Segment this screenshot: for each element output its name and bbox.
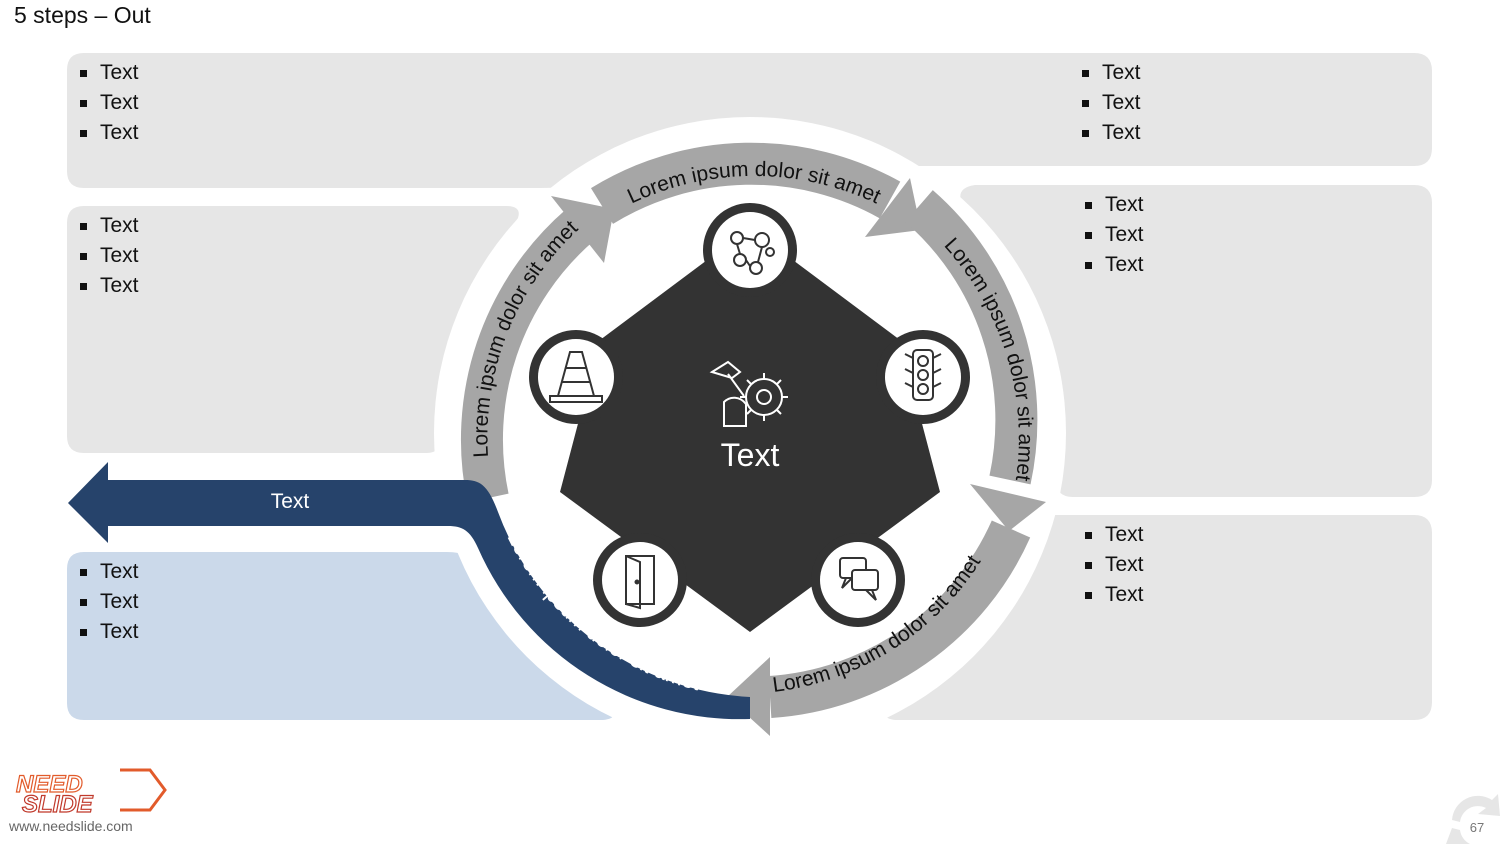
workflow-icon [730, 231, 775, 275]
arc-arrow-bottom-right [768, 520, 1031, 718]
center-label: Text [720, 437, 780, 473]
text-list-top-left: Text Text Text [68, 58, 139, 148]
list-item: Text [68, 88, 139, 118]
list-item: Text [68, 241, 139, 271]
traffic-light-icon [904, 349, 942, 401]
list-item: Text [68, 118, 139, 148]
panel-low-right [886, 515, 1432, 720]
page-badge-icon [1446, 794, 1500, 844]
list-item: Text [1070, 88, 1141, 118]
list-item: Text [1070, 58, 1141, 88]
list-item: Text [1070, 118, 1141, 148]
traffic-cone-icon [549, 351, 603, 403]
list-item: Text [1073, 550, 1144, 580]
text-list-mid-right: Text Text Text [1073, 190, 1144, 280]
arc-arrow-left [460, 209, 594, 503]
page-title: 5 steps – Out [14, 2, 151, 28]
text-list-bottom-left: Text Text Text [68, 557, 139, 647]
list-item: Text [1073, 190, 1144, 220]
list-item: Text [68, 211, 139, 241]
panel-mid-left [67, 206, 519, 453]
page-number: 67 [1469, 820, 1485, 835]
list-item: Text [68, 58, 139, 88]
list-item: Text [1073, 520, 1144, 550]
svg-text:NEED: NEED [16, 771, 83, 798]
panel-bottom-left [67, 552, 614, 720]
list-item: Text [68, 617, 139, 647]
arc-arrow-right [905, 190, 1038, 485]
center-pentagon [560, 228, 940, 632]
panel-mid-right [960, 185, 1432, 497]
out-arrow-label: Text [270, 490, 310, 513]
chat-bubbles-icon [839, 557, 879, 601]
hammer-gear-icon [709, 360, 788, 427]
door-icon [625, 555, 655, 610]
list-item: Text [1073, 220, 1144, 250]
list-item: Text [68, 557, 139, 587]
text-list-mid-left: Text Text Text [68, 211, 139, 301]
arc-arrow-bottom-right-head [727, 657, 770, 736]
footer-url: www.needslide.com [9, 818, 133, 834]
text-list-low-right: Text Text Text [1073, 520, 1144, 610]
needslide-logo: NEED SLIDE [15, 768, 167, 819]
arc-arrow-top [590, 142, 901, 224]
arc-arrow-left-head [551, 196, 614, 263]
list-item: Text [1073, 250, 1144, 280]
out-arrow [68, 462, 750, 720]
arc-arrow-right-head [970, 484, 1046, 531]
list-item: Text [1073, 580, 1144, 610]
list-item: Text [68, 271, 139, 301]
svg-text:SLIDE: SLIDE [22, 791, 94, 818]
text-list-top-right: Text Text Text [1070, 58, 1141, 148]
list-item: Text [68, 587, 139, 617]
